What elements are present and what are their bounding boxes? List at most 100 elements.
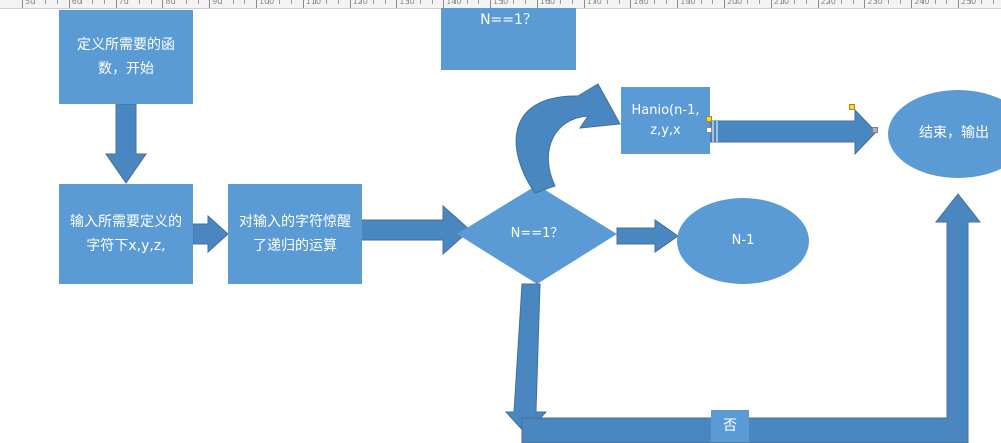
input-box-label: 输入所需要定义的字符下x,y,z,: [70, 214, 182, 254]
ruler-minor-tick: [653, 0, 655, 4]
ruler-tick: [958, 0, 959, 8]
ruler-minor-tick: [782, 0, 784, 4]
input-box[interactable]: 输入所需要定义的字符下x,y,z,: [59, 184, 193, 284]
start-box-label: 定义所需要的函数，开始: [77, 37, 175, 77]
ruler-minor-tick: [127, 0, 129, 4]
ruler-minor-tick: [501, 0, 503, 4]
ruler-minor-tick: [232, 0, 234, 4]
adjust-handle[interactable]: [706, 116, 712, 122]
ruler-tick: [256, 0, 257, 8]
n-minus-1-label: N-1: [731, 233, 755, 248]
ruler-tick: [677, 0, 679, 8]
ruler-minor-tick: [852, 0, 854, 4]
hanoi-box[interactable]: Hanio(n-1,z,y,x: [621, 87, 710, 154]
arrow-hanoi-to-end[interactable]: [709, 108, 877, 156]
ruler-minor-tick: [747, 0, 749, 4]
ruler-tick: [724, 0, 725, 8]
ruler-label: 200: [727, 0, 743, 6]
ruler-tick: [911, 0, 913, 8]
ruler-minor-tick: [373, 0, 374, 4]
ruler-minor-tick: [291, 0, 293, 4]
ruler-minor-tick: [712, 0, 714, 4]
ruler-tick: [630, 0, 632, 8]
ruler-minor-tick: [80, 0, 82, 4]
resize-handle[interactable]: [706, 127, 712, 133]
arrow-recursion-to-decision[interactable]: [360, 204, 471, 256]
ruler-tick: [396, 0, 398, 8]
ruler-label: 250: [961, 0, 977, 6]
ruler-label: 100: [259, 0, 275, 6]
ruler-tick: [536, 0, 538, 8]
no-label: 否: [723, 418, 737, 434]
arrow-start-to-input[interactable]: [105, 103, 147, 184]
ruler-minor-tick: [408, 0, 410, 4]
ruler-minor-tick: [829, 0, 831, 4]
ruler-minor-tick: [197, 0, 199, 4]
ruler-minor-tick: [478, 0, 480, 4]
ruler-label: 190: [680, 0, 696, 6]
ruler-minor-tick: [174, 0, 176, 4]
decision-diamond[interactable]: [457, 185, 617, 284]
ruler-minor-tick: [571, 0, 573, 4]
ruler-label: 90: [212, 0, 223, 6]
ruler-minor-tick: [103, 0, 105, 4]
ruler-minor-tick: [759, 0, 761, 4]
ruler-tick: [115, 0, 117, 8]
adjust-handle[interactable]: [849, 104, 855, 110]
ruler-minor-tick: [548, 0, 550, 4]
ruler-minor-tick: [946, 0, 948, 4]
ruler-tick: [209, 0, 211, 8]
top-decision-box[interactable]: N==1？: [441, 8, 576, 70]
ruler-minor-tick: [244, 0, 246, 4]
ruler-label: 110: [305, 0, 322, 6]
ruler-label: 150: [493, 0, 509, 6]
arrow-input-to-recursion[interactable]: [192, 214, 229, 254]
ruler-minor-tick: [92, 0, 94, 4]
ruler-minor-tick: [922, 0, 924, 4]
ruler-minor-tick: [33, 0, 35, 4]
arrow-no-branch-down[interactable]: [504, 283, 548, 435]
recursion-box-label: 对输入的字符惊醒了递归的运算: [239, 214, 351, 254]
ruler-minor-tick: [665, 0, 667, 4]
ruler-minor-tick: [454, 0, 456, 4]
ruler-minor-tick: [466, 0, 468, 4]
end-ellipse[interactable]: [888, 90, 1001, 178]
ruler-label: 60: [71, 0, 82, 6]
ruler-tick: [864, 0, 866, 8]
resize-handle[interactable]: [872, 127, 878, 133]
ruler-minor-tick: [513, 0, 515, 4]
ruler-label: 170: [586, 0, 602, 6]
arrow-no-branch-bottom-up[interactable]: [521, 193, 982, 443]
ruler-minor-tick: [139, 0, 140, 4]
ruler-minor-tick: [841, 0, 842, 4]
ruler-tick: [583, 0, 585, 8]
ruler-label: 140: [446, 0, 462, 6]
ruler-minor-tick: [969, 0, 971, 4]
ruler-tick: [302, 0, 304, 8]
ruler-minor-tick: [150, 0, 152, 4]
n-minus-1-ellipse[interactable]: [677, 198, 809, 284]
ruler-label: 50: [25, 0, 36, 6]
ruler-minor-tick: [431, 0, 433, 4]
ruler-minor-tick: [607, 0, 608, 4]
ruler-tick: [68, 0, 70, 8]
ruler-minor-tick: [642, 0, 644, 4]
ruler-label: 240: [914, 0, 930, 6]
no-label-box[interactable]: 否: [711, 410, 749, 442]
end-label: 结束，输出: [919, 125, 989, 141]
start-box[interactable]: 定义所需要的函数，开始: [59, 10, 193, 104]
recursion-box[interactable]: 对输入的字符惊醒了递归的运算: [228, 184, 362, 284]
ruler-minor-tick: [279, 0, 281, 4]
arrow-decision-to-hanoi[interactable]: [515, 83, 621, 194]
ruler-minor-tick: [981, 0, 983, 4]
ruler-minor-tick: [595, 0, 597, 4]
ruler-minor-tick: [314, 0, 316, 4]
ruler-label: 230: [867, 0, 883, 6]
ruler-label: 180: [633, 0, 649, 6]
hanoi-box-label: Hanio(n-1,z,y,x: [631, 102, 700, 138]
ruler-minor-tick: [700, 0, 702, 4]
ruler-minor-tick: [560, 0, 562, 4]
ruler-label: 130: [399, 0, 415, 6]
arrow-decision-to-n-minus-1[interactable]: [616, 219, 679, 253]
